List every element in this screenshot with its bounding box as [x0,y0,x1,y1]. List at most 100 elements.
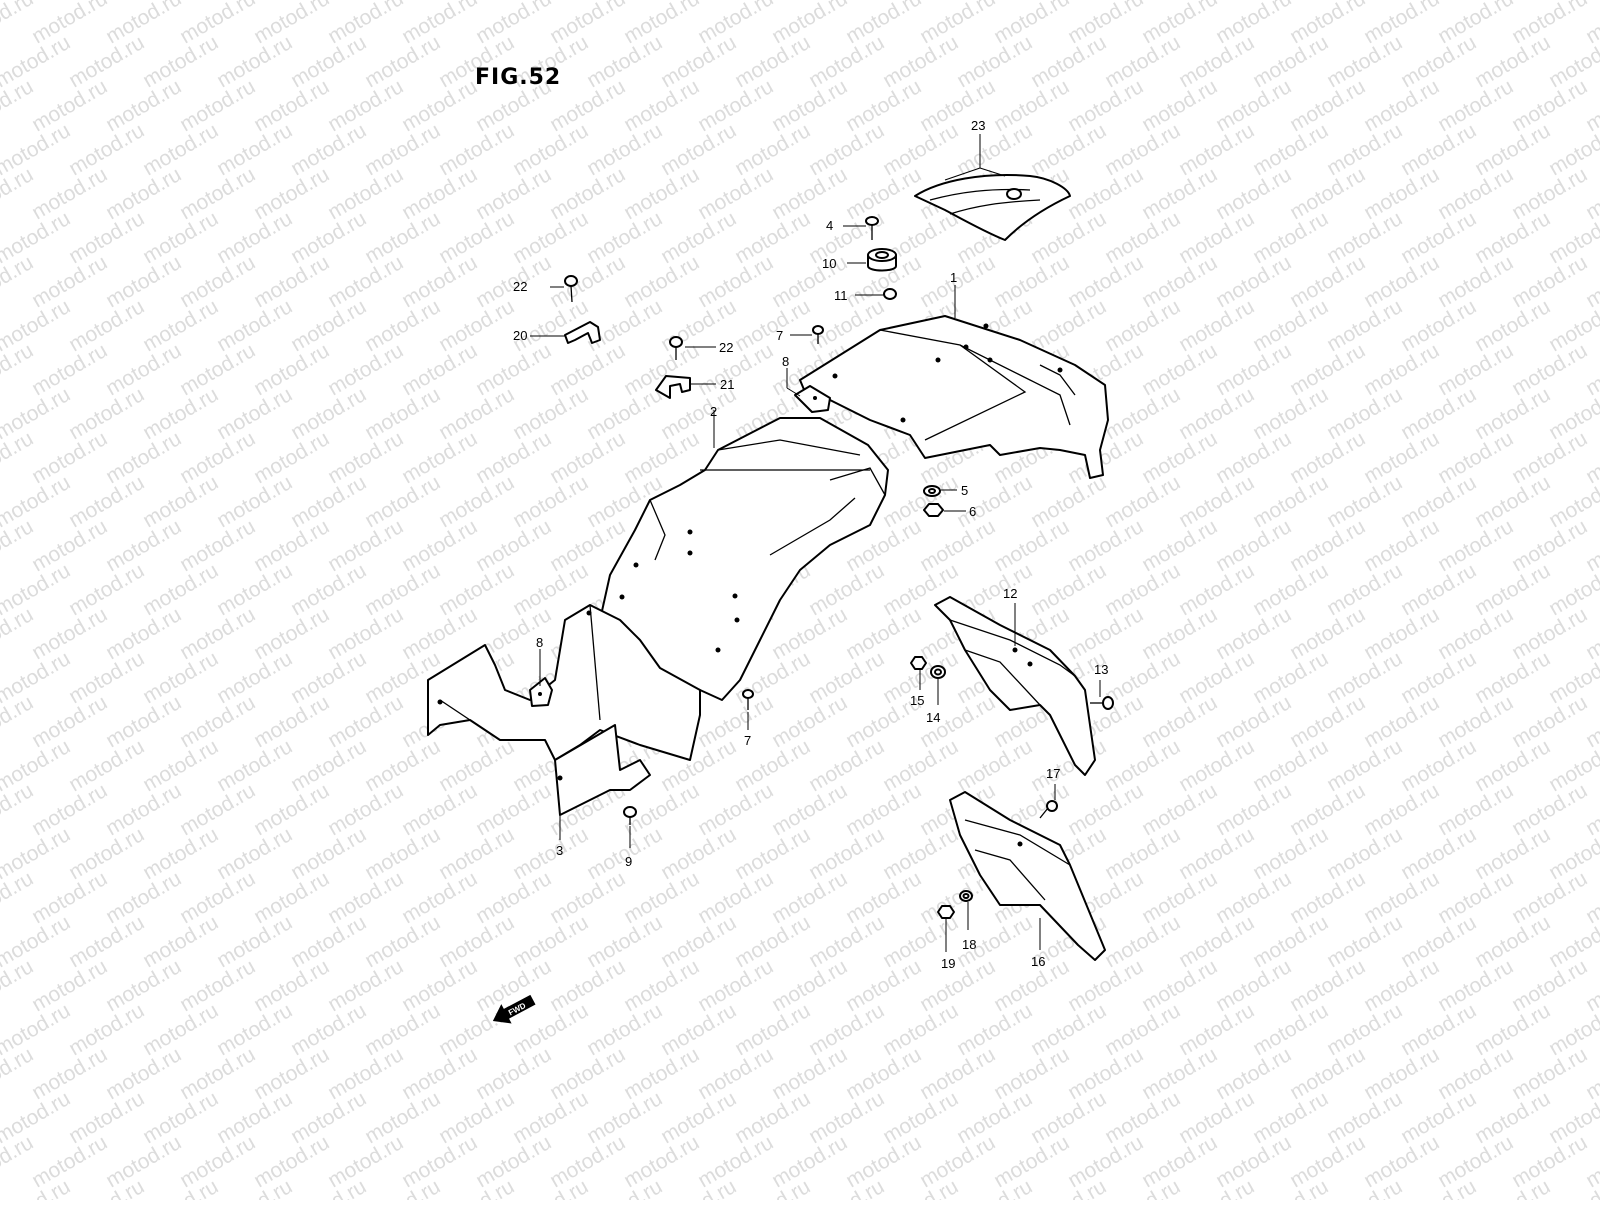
callout-3: 3 [556,843,563,858]
watermark-text: motod.ru [1508,251,1591,312]
watermark-text: motod.ru [1323,471,1406,532]
watermark-text: motod.ru [879,823,962,884]
watermark-text: motod.ru [324,515,407,576]
callout-7-lower: 7 [744,733,751,748]
watermark-text: motod.ru [1101,1087,1184,1148]
watermark-text: motod.ru [1434,691,1517,752]
watermark-text: motod.ru [1323,911,1406,972]
watermark-text: motod.ru [1508,515,1591,576]
watermark-text: motod.ru [176,1043,259,1104]
watermark-text: motod.ru [1138,955,1221,1016]
watermark-text: motod.ru [1175,295,1258,356]
watermark-text: motod.ru [509,471,592,532]
watermark-text: motod.ru [1508,1131,1591,1192]
watermark-text: motod.ru [102,779,185,840]
watermark-text: motod.ru [324,251,407,312]
watermark-text: motod.ru [731,295,814,356]
watermark-text: motod.ru [361,207,444,268]
watermark-text: motod.ru [546,1043,629,1104]
callout-18: 18 [962,937,976,952]
watermark-text: motod.ru [953,735,1036,796]
watermark-text: motod.ru [1101,119,1184,180]
watermark-text: motod.ru [250,1043,333,1104]
watermark-text: motod.ru [657,999,740,1060]
watermark-text: motod.ru [1212,1043,1295,1104]
watermark-text: motod.ru [731,31,814,92]
watermark-text: motod.ru [213,735,296,796]
watermark-text: motod.ru [472,1131,555,1192]
watermark-text: motod.ru [694,955,777,1016]
watermark-text: motod.ru [1027,295,1110,356]
watermark-text: motod.ru [65,207,148,268]
watermark-text: motod.ru [102,163,185,224]
watermark-text: motod.ru [657,1087,740,1148]
watermark-text: motod.ru [398,163,481,224]
watermark-text: motod.ru [694,867,777,928]
watermark-text: motod.ru [102,0,185,48]
watermark-text: motod.ru [1027,559,1110,620]
watermark-text: motod.ru [657,207,740,268]
watermark-text: motod.ru [324,779,407,840]
watermark-text: motod.ru [65,647,148,708]
watermark-text: motod.ru [1360,1043,1443,1104]
watermark-text: motod.ru [28,1043,111,1104]
watermark-text: motod.ru [102,603,185,664]
watermark-text: motod.ru [250,251,333,312]
watermark-text: motod.ru [546,0,629,48]
watermark-text: motod.ru [472,0,555,48]
watermark-text: motod.ru [1471,31,1554,92]
watermark-text: motod.ru [139,31,222,92]
watermark-text: motod.ru [176,779,259,840]
watermark-text: motod.ru [1175,119,1258,180]
watermark-text: motod.ru [1286,867,1369,928]
callout-7-upper: 7 [776,328,783,343]
watermark-text: motod.ru [213,1087,296,1148]
watermark-text: motod.ru [1508,691,1591,752]
watermark-text: motod.ru [805,559,888,620]
watermark-text: motod.ru [1138,603,1221,664]
watermark-text: motod.ru [546,427,629,488]
watermark-text: motod.ru [1360,427,1443,488]
watermark-text: motod.ru [620,75,703,136]
watermark-text: motod.ru [1101,207,1184,268]
callout-14: 14 [926,710,940,725]
watermark-text: motod.ru [287,647,370,708]
watermark-text: motod.ru [213,119,296,180]
callout-10: 10 [822,256,836,271]
watermark-text: motod.ru [1286,691,1369,752]
watermark-text: motod.ru [65,999,148,1060]
part-10-grommet [868,249,896,271]
watermark-text: motod.ru [1397,999,1480,1060]
watermark-text: motod.ru [1508,75,1591,136]
watermark-text: motod.ru [842,867,925,928]
watermark-text: motod.ru [139,999,222,1060]
watermark-text: motod.ru [1397,119,1480,180]
watermark-text: motod.ru [879,119,962,180]
watermark-text: motod.ru [694,163,777,224]
watermark-text: motod.ru [916,515,999,576]
watermark-text: motod.ru [1397,911,1480,972]
watermark-text: motod.ru [768,867,851,928]
watermark-text: motod.ru [139,911,222,972]
watermark-text: motod.ru [620,163,703,224]
watermark-text: motod.ru [583,383,666,444]
watermark-text: motod.ru [1212,515,1295,576]
watermark-text: motod.ru [213,823,296,884]
watermark-text: motod.ru [398,779,481,840]
callout-8-lower: 8 [536,635,543,650]
watermark-text: motod.ru [1323,119,1406,180]
watermark-text: motod.ru [990,1043,1073,1104]
watermark-text: motod.ru [657,119,740,180]
watermark-text: motod.ru [1434,0,1517,48]
watermark-text: motod.ru [620,251,703,312]
watermark-text: motod.ru [361,471,444,532]
watermark-text: motod.ru [213,647,296,708]
watermark-text: motod.ru [472,515,555,576]
watermark-text: motod.ru [472,339,555,400]
watermark-text: motod.ru [1027,471,1110,532]
watermark-text: motod.ru [1101,383,1184,444]
watermark-text: motod.ru [1360,251,1443,312]
watermark-text: motod.ru [879,471,962,532]
watermark-text: motod.ru [28,0,111,48]
watermark-text: motod.ru [1101,911,1184,972]
